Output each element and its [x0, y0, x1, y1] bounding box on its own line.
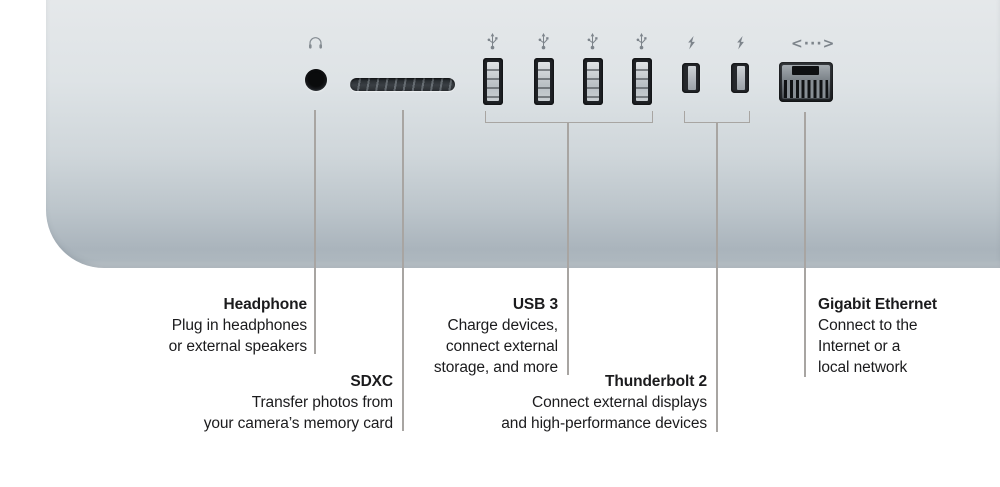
label-sdxc-title: SDXC [350, 373, 393, 390]
label-usb3-line: storage, and more [433, 359, 558, 376]
ethernet-icon: <···> [791, 36, 836, 52]
usb-icon [587, 33, 598, 50]
usb-icon [636, 33, 647, 50]
leader-line-headphone [314, 110, 316, 354]
label-headphone-line: or external speakers [168, 338, 308, 355]
label-ethernet-line: local network [818, 359, 908, 376]
usb-port-tongue [636, 62, 648, 101]
thunderbolt-port [682, 63, 700, 93]
thunderbolt-port-tongue [688, 66, 696, 90]
leader-line-thunderbolt [716, 122, 718, 432]
headphone-icon [308, 36, 323, 50]
thunderbolt-icon [736, 36, 745, 50]
usb-port-tongue [538, 62, 550, 101]
label-thunderbolt2-line: and high-performance devices [501, 415, 707, 432]
usb-icon [487, 33, 498, 50]
label-usb3-line: connect external [445, 338, 558, 355]
label-ethernet-title: Gigabit Ethernet [818, 296, 937, 313]
usb-port [483, 58, 503, 105]
label-sdxc: SDXC Transfer photos from your camera’s … [120, 371, 393, 434]
ethernet-port-pins [784, 80, 828, 98]
label-headphone-title: Headphone [223, 296, 308, 313]
ethernet-port [779, 62, 833, 102]
leader-line-ethernet [804, 112, 806, 377]
usb-icon [538, 33, 549, 50]
imac-back-panel [46, 0, 1000, 268]
usb-port-tongue [487, 62, 499, 101]
label-ethernet-line: Connect to the [818, 317, 918, 334]
usb-port [534, 58, 554, 105]
usb-port [583, 58, 603, 105]
label-ethernet: Gigabit Ethernet Connect to the Internet… [818, 294, 993, 378]
label-usb3-title: USB 3 [512, 296, 558, 313]
label-thunderbolt2-line: Connect external displays [532, 394, 707, 411]
usb-bracket [485, 111, 653, 123]
label-sdxc-line: Transfer photos from [251, 394, 393, 411]
label-thunderbolt2: Thunderbolt 2 Connect external displays … [400, 371, 707, 434]
leader-line-usb [567, 122, 569, 375]
label-headphone: Headphone Plug in headphones or external… [40, 294, 308, 357]
thunderbolt-port-tongue [737, 66, 745, 90]
leader-line-sdxc [402, 110, 404, 431]
label-usb3-line: Charge devices, [447, 317, 558, 334]
thunderbolt-port [731, 63, 749, 93]
ethernet-port-notch [792, 66, 819, 75]
headphone-jack-port [305, 69, 327, 91]
label-thunderbolt2-title: Thunderbolt 2 [604, 373, 707, 390]
thunderbolt-icon [687, 36, 696, 50]
label-sdxc-line: your camera’s memory card [203, 415, 393, 432]
usb-port-tongue [587, 62, 599, 101]
label-headphone-line: Plug in headphones [171, 317, 307, 334]
label-usb3: USB 3 Charge devices, connect external s… [310, 294, 558, 378]
label-ethernet-line: Internet or a [818, 338, 901, 355]
usb-port [632, 58, 652, 105]
sdxc-card-slot [350, 78, 455, 91]
